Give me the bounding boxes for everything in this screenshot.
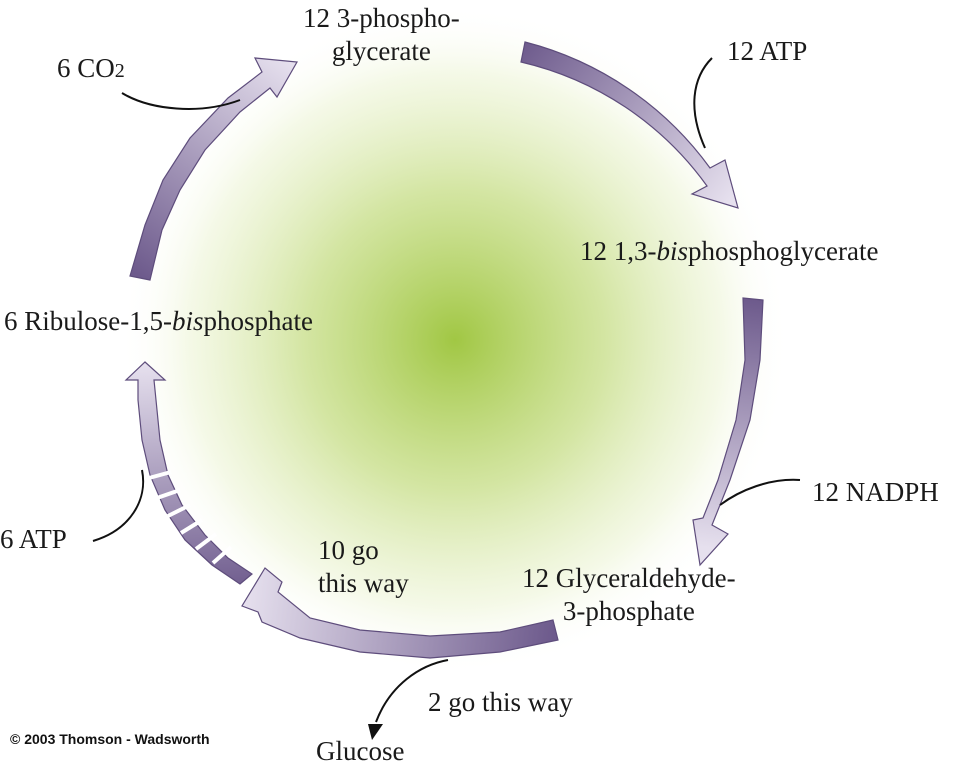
arrow-rubp-to-pga (129, 57, 298, 281)
label-12-atp: 12 ATP (727, 36, 808, 66)
label-10-go-this-way: 10 go this way (318, 535, 409, 598)
arrow-pga-to-bpg (520, 41, 739, 209)
arrow-bpg-to-g3p (692, 297, 764, 567)
glucose-arrowhead (368, 724, 383, 740)
co2-connector (121, 92, 241, 110)
center-glow (120, 5, 790, 675)
label-co2: 6 CO2 (57, 53, 125, 83)
label-ribulose-bisphosphate: 6 Ribulose-1,5-bisphosphate (4, 306, 313, 336)
label-glucose: Glucose (316, 736, 405, 766)
glucose-connector (375, 659, 449, 723)
nadph-connector (719, 478, 801, 506)
label-6-atp: 6 ATP (0, 524, 67, 554)
atp6-connector (92, 469, 145, 542)
atp12-connector (693, 57, 713, 149)
label-3-phosphoglycerate: 12 3-phospho- glycerate (303, 3, 460, 66)
label-1-3-bisphosphoglycerate: 12 1,3-bisphosphoglycerate (580, 236, 879, 266)
label-12-nadph: 12 NADPH (812, 477, 939, 507)
arrow-to-rubp (124, 361, 254, 585)
arrow-g3p-to-regeneration (241, 567, 559, 659)
label-glyceraldehyde-3-phosphate: 12 Glyceraldehyde- 3-phosphate (522, 563, 736, 626)
copyright-notice: © 2003 Thomson - Wadsworth (10, 731, 210, 747)
label-2-go-this-way: 2 go this way (428, 687, 573, 717)
